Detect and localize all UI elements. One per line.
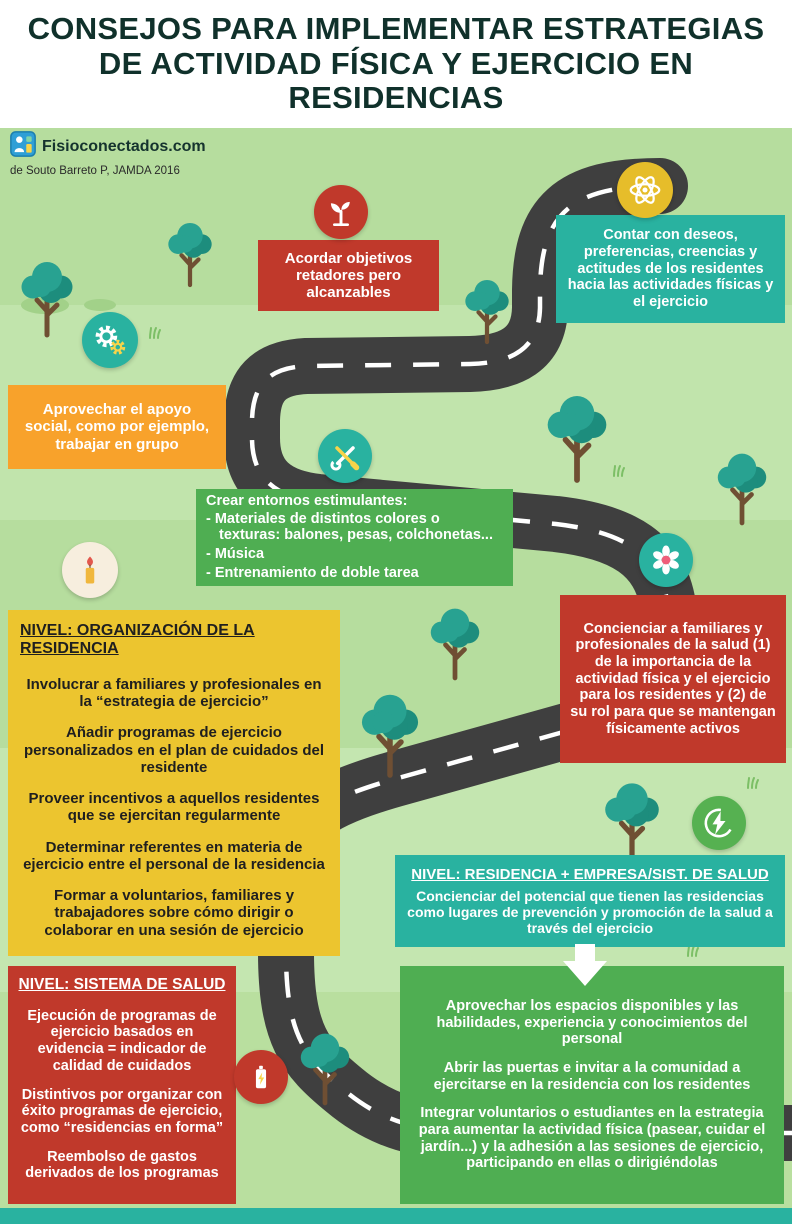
level-sistema-salud-item: Reembolso de gastos derivados de los pro… [25,1148,219,1182]
page-title-line: RESIDENCIAS [288,80,504,116]
level-empresa-actions-box: Aprovechar los espacios disponibles y la… [400,966,784,1204]
tip-deseos-box: Contar con deseos, preferencias, creenci… [556,215,785,323]
atom-icon-badge [617,162,673,218]
level-residencia-box: NIVEL: ORGANIZACIÓN DE LA RESIDENCIA Inv… [8,610,340,956]
tools-icon [330,446,360,471]
tip-concienciar-text: Concienciar a familiares y profesionales… [570,620,776,737]
level-sistema-salud-title: NIVEL: SISTEMA DE SALUD [18,976,226,993]
seedling-icon-badge [314,185,368,239]
level-residencia-title: NIVEL: ORGANIZACIÓN DE LA RESIDENCIA [20,622,255,658]
level-residencia-item: Involucrar a familiares y profesionales … [26,675,322,711]
down-arrow-icon [563,944,607,991]
flower-icon-badge [639,533,693,587]
tip-apoyo-social-text: Aprovechar el apoyo social, como por eje… [24,401,210,453]
atom-icon [629,176,661,204]
page-title-line: DE ACTIVIDAD FÍSICA Y EJERCICIO EN [98,45,694,81]
level-residencia-item: Proveer incentivos a aquellos residentes… [28,790,320,825]
level-sistema-salud-item: Ejecución de programas de ejercicio basa… [27,1007,217,1074]
tip-apoyo-social-box: Aprovechar el apoyo social, como por eje… [8,385,226,469]
tip-concienciar-box: Concienciar a familiares y profesionales… [560,595,786,763]
level-empresa-intro: Concienciar del potencial que tienen las… [407,887,773,937]
level-empresa-box: NIVEL: RESIDENCIA + EMPRESA/SIST. DE SAL… [395,855,785,947]
tip-entornos-item: - Materiales de distintos colores o text… [206,510,493,544]
level-sistema-salud-item: Distintivos por organizar con éxito prog… [20,1086,224,1136]
tip-objetivos-text: Acordar objetivos retadores pero alcanza… [284,249,413,302]
level-empresa-item: Abrir las puertas e invitar a la comunid… [433,1059,751,1093]
battery-icon-badge [234,1050,288,1104]
source-site: Fisioconectados.com [42,137,206,155]
page-title: CONSEJOS PARA IMPLEMENTAR ESTRATEGIAS DE… [27,10,765,116]
tip-deseos-text: Contar con deseos, preferencias, creenci… [567,227,774,310]
energy-icon-badge [692,796,746,850]
tip-entornos-item: - Música [206,545,265,562]
level-residencia-item: Formar a voluntarios, familiares y traba… [44,887,304,939]
footer-bar [0,1208,792,1224]
source-citation: de Souto Barreto P, JAMDA 2016 [10,165,180,177]
candle-icon [85,556,95,584]
gears-icon-badge [82,312,138,368]
tip-objetivos-box: Acordar objetivos retadores pero alcanza… [258,240,439,311]
tip-entornos-box: Crear entornos estimulantes: - Materiale… [196,489,513,586]
level-empresa-item: Aprovechar los espacios disponibles y la… [436,997,748,1048]
seedling-icon [330,201,350,227]
level-residencia-item: Determinar referentes en materia de ejer… [23,838,325,873]
tools-icon-badge [318,429,372,483]
gears-icon [95,325,126,355]
battery-icon [255,1065,267,1089]
energy-icon [704,808,734,838]
source-block: Fisioconectados.com de Souto Barreto P, … [10,131,206,177]
level-empresa-title: NIVEL: RESIDENCIA + EMPRESA/SIST. DE SAL… [411,865,769,883]
flower-icon [653,545,679,575]
tip-entornos-item: - Entrenamiento de doble tarea [206,564,419,581]
header: CONSEJOS PARA IMPLEMENTAR ESTRATEGIAS DE… [0,0,792,128]
candle-icon-badge [62,542,118,598]
level-empresa-item: Integrar voluntarios o estudiantes en la… [418,1105,766,1172]
page-title-line: CONSEJOS PARA IMPLEMENTAR ESTRATEGIAS [27,10,765,46]
fisioconectados-logo-icon [10,131,36,162]
level-residencia-item: Añadir programas de ejercicio personaliz… [23,724,325,776]
level-sistema-salud-box: NIVEL: SISTEMA DE SALUD Ejecución de pro… [8,966,236,1204]
tip-entornos-title: Crear entornos estimulantes: [206,492,408,509]
